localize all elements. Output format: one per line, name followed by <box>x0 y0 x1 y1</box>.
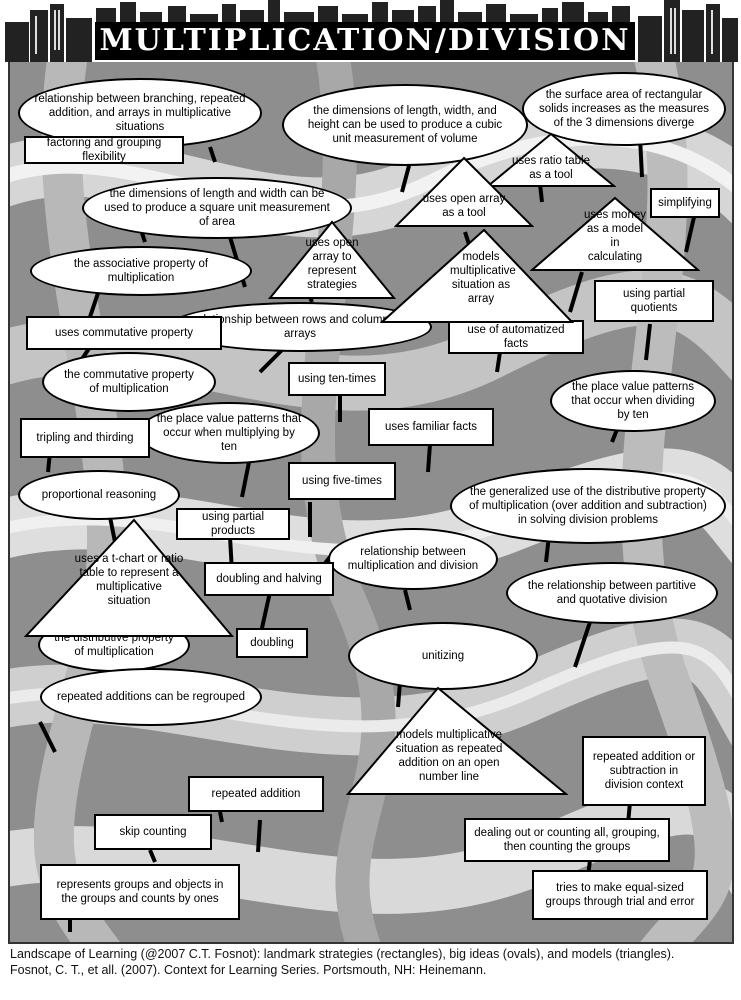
rect-repeated-addition-subtraction: repeated addition or subtraction in divi… <box>582 736 706 806</box>
caption-line-1: Landscape of Learning (@2007 C.T. Fosnot… <box>10 947 675 961</box>
oval-distributive-division: the generalized use of the distributive … <box>450 468 726 544</box>
triangle-label: uses open array as a tool <box>422 193 506 219</box>
triangle-label: uses money as a model in calculating <box>583 209 646 263</box>
triangle-label: uses a t-chart or ratio table to represe… <box>74 553 184 607</box>
rect-simplifying: simplifying <box>650 188 720 218</box>
header: MULTIPLICATION/DIVISION <box>0 0 741 62</box>
oval-square-area: the dimensions of length and width can b… <box>82 177 352 239</box>
oval-place-value-dividing: the place value patterns that occur when… <box>550 370 716 432</box>
oval-partitive-quotative: the relationship between partitive and q… <box>506 562 718 624</box>
rect-doubling: doubling <box>236 628 308 658</box>
oval-place-value-multiplying: the place value patterns that occur when… <box>138 402 320 464</box>
rect-partial-quotients: using partial quotients <box>594 280 714 322</box>
rect-doubling-halving: doubling and halving <box>204 562 334 596</box>
oval-cubic-volume: the dimensions of length, width, and hei… <box>282 84 528 166</box>
rect-groups-by-ones: represents groups and objects in the gro… <box>40 864 240 920</box>
oval-associative-property: the associative property of multiplicati… <box>30 246 252 296</box>
triangle-t-chart: uses a t-chart or ratio table to represe… <box>24 518 234 638</box>
triangle-label: models multiplicative situation as repea… <box>395 729 503 783</box>
oval-unitizing: unitizing <box>348 622 538 690</box>
triangle-label: models multiplicative situation as array <box>450 251 516 305</box>
oval-commutative-property: the commutative property of multiplicati… <box>42 352 216 412</box>
triangle-open-array-strategies: uses open array to represent strategies <box>268 220 396 300</box>
triangle-label: uses ratio table as a tool <box>512 155 590 181</box>
oval-repeated-additions-regrouped: repeated additions can be regrouped <box>40 668 262 726</box>
triangle-ratio-table: uses ratio table as a tool <box>486 132 616 188</box>
page-title: MULTIPLICATION/DIVISION <box>95 22 635 60</box>
oval-proportional-reasoning: proportional reasoning <box>18 470 180 520</box>
rect-familiar-facts: uses familiar facts <box>368 408 494 446</box>
rect-ten-times: using ten-times <box>288 362 386 396</box>
rect-dealing-out: dealing out or counting all, grouping, t… <box>464 818 670 862</box>
rect-repeated-addition: repeated addition <box>188 776 324 812</box>
rect-partial-products: using partial products <box>176 508 290 540</box>
caption: Landscape of Learning (@2007 C.T. Fosnot… <box>10 946 735 978</box>
triangle-label: uses open array to represent strategies <box>305 237 359 291</box>
oval-surface-area: the surface area of rectangular solids i… <box>522 72 726 146</box>
rect-tripling-thirding: tripling and thirding <box>20 418 150 458</box>
rect-equal-sized-groups: tries to make equal-sized groups through… <box>532 870 708 920</box>
triangle-multiplicative-array: models multiplicative situation as array <box>380 228 574 324</box>
caption-line-2: Fosnot, C. T., et all. (2007). Context f… <box>10 963 487 977</box>
rect-five-times: using five-times <box>288 462 396 500</box>
rect-automatized-facts: use of automatized facts <box>448 320 584 354</box>
rect-commutative-use: uses commutative property <box>26 316 222 350</box>
rect-factoring-grouping: factoring and grouping flexibility <box>24 136 184 164</box>
triangle-money-model: uses money as a model in calculating <box>530 196 700 272</box>
triangle-open-number-line: models multiplicative situation as repea… <box>346 686 568 796</box>
oval-multiplication-division: relationship between multiplication and … <box>328 528 498 590</box>
triangle-open-array-tool: uses open array as a tool <box>394 156 534 228</box>
landscape-of-learning-diagram: relationship between branching, repeated… <box>8 62 734 944</box>
rect-skip-counting: skip counting <box>94 814 212 850</box>
